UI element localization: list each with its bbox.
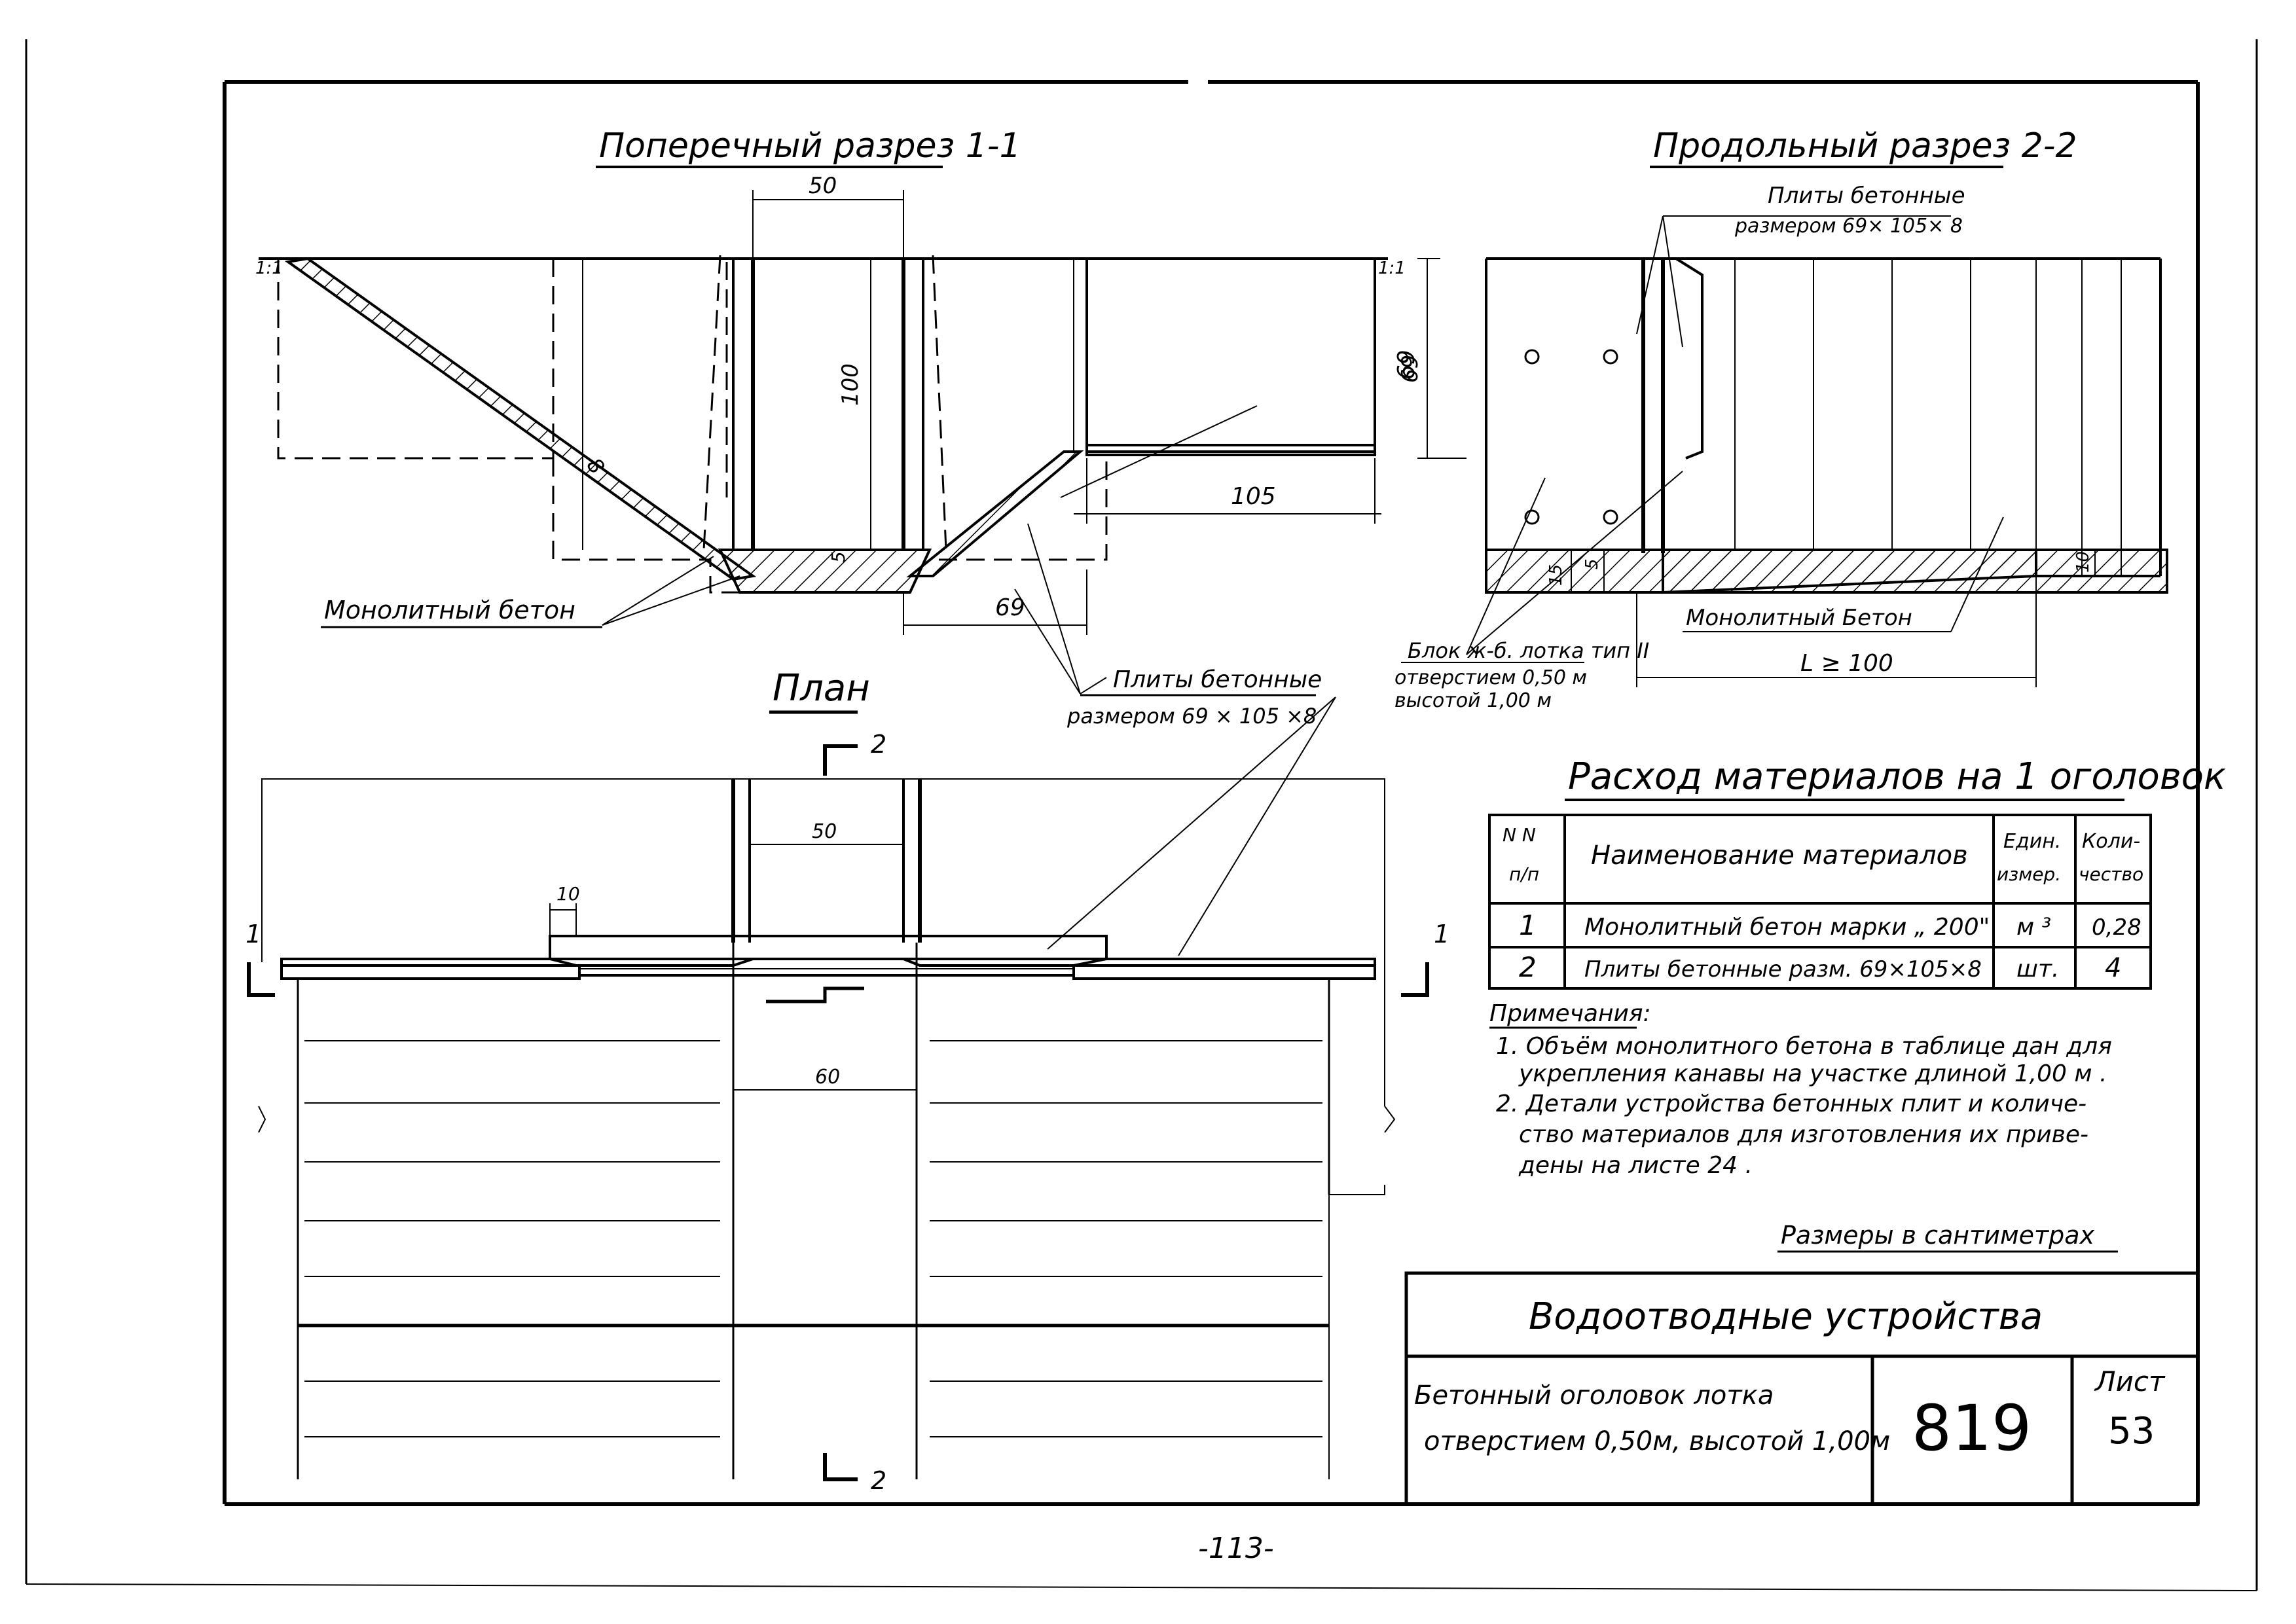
page-number: -113- — [1198, 1532, 1274, 1565]
dim-long-5: 5 — [1582, 558, 1602, 569]
dim-right-69: 69 — [1393, 350, 1420, 380]
cross-section-title: Поперечный разрез 1-1 — [599, 126, 1021, 166]
units-note: Размеры в сантиметрах — [1781, 1221, 2095, 1250]
table-cell-qty: 4 — [2105, 953, 2121, 983]
dim-plan-50: 50 — [812, 820, 837, 843]
dim-cross-width: 50 — [809, 173, 837, 199]
label-plates-mid-2: размером 69 × 105 ×8 — [1066, 704, 1317, 729]
table-head-name: Наименование материалов — [1591, 840, 1968, 871]
table-cell-no: 2 — [1519, 951, 1537, 983]
dim-bottom-69: 69 — [995, 594, 1025, 621]
label-plates-top-1: Плиты бетонные — [1768, 183, 1965, 209]
label-plates-top-2: размером 69× 105× 8 — [1734, 215, 1963, 238]
stamp-desc-2: отверстием 0,50м, высотой 1,00м — [1424, 1426, 1890, 1456]
table-head-no-2: п/п — [1509, 863, 1539, 885]
dim-bottom-5: 5 — [828, 551, 849, 563]
label-monolithic-left: Монолитный бетон — [324, 596, 575, 624]
cut-label-2-bottom: 2 — [871, 1466, 886, 1495]
cut-label-1-left: 1 — [246, 920, 261, 948]
stamp-desc-1: Бетонный оголовок лотка — [1414, 1380, 1774, 1411]
label-block-3: высотой 1,00 м — [1394, 689, 1552, 712]
materials-table — [1488, 814, 2152, 990]
dim-long-69: 69 — [1397, 355, 1423, 383]
table-cell-name: Плиты бетонные разм. 69×105×8 — [1584, 956, 1982, 983]
table-row: 2 Плиты бетонные разм. 69×105×8 шт. 4 — [1519, 951, 2121, 983]
main-frame — [223, 80, 2200, 1506]
table-row: 1 Монолитный бетон марки „ 200" м ³ 0,28 — [1519, 909, 2141, 941]
table-head-qty-1: Коли- — [2082, 830, 2140, 853]
label-monolithic-right: Монолитный Бетон — [1686, 605, 1912, 631]
cross-section — [259, 190, 1467, 695]
notes-title: Примечания: — [1489, 1000, 1651, 1027]
plan-view — [247, 696, 1429, 1481]
slope-right: 1:1 — [1378, 259, 1406, 278]
note-line: 2. Детали устройства бетонных плит и кол… — [1496, 1091, 2086, 1117]
title-block — [1404, 1271, 2200, 1506]
stamp-number: 819 — [1912, 1392, 2032, 1465]
table-cell-no: 1 — [1519, 909, 1537, 941]
dim-right-105: 105 — [1231, 483, 1276, 510]
dim-length: L ≥ 100 — [1800, 650, 1893, 677]
table-cell-unit: м ³ — [2016, 914, 2051, 941]
label-plates-mid-1: Плиты бетонные — [1113, 666, 1322, 693]
long-section-title: Продольный разрез 2-2 — [1653, 126, 2077, 166]
stamp-title: Водоотводные устройства — [1529, 1295, 2043, 1338]
table-title: Расход материалов на 1 оголовок — [1568, 755, 2226, 798]
stamp-sheet-number: 53 — [2108, 1410, 2155, 1453]
table-head-unit-1: Един. — [2003, 830, 2061, 853]
table-cell-name: Монолитный бетон марки „ 200" — [1584, 914, 1990, 941]
stamp-sheet-label: Лист — [2094, 1365, 2166, 1398]
note-line: ство материалов для изготовления их прив… — [1519, 1121, 2088, 1148]
plan-title: План — [773, 667, 870, 710]
table-cell-qty: 0,28 — [2092, 914, 2141, 941]
table-cell-unit: шт. — [2016, 956, 2059, 983]
dim-cross-height: 100 — [837, 363, 864, 406]
dim-long-10: 10 — [2073, 551, 2093, 573]
cut-label-2-top: 2 — [871, 730, 886, 759]
table-head-no-1: N N — [1503, 824, 1536, 846]
dim-plan-10: 10 — [556, 883, 580, 905]
label-block-2: отверстием 0,50 м — [1394, 666, 1587, 689]
dim-long-15: 15 — [1546, 564, 1566, 586]
table-head-unit-2: измер. — [1997, 863, 2061, 885]
table-head-qty-2: чество — [2079, 863, 2143, 885]
longitudinal-section — [1466, 215, 2168, 687]
dim-plan-60: 60 — [815, 1066, 840, 1089]
slope-left: 1:1 — [255, 259, 283, 278]
note-line: дены на листе 24 . — [1518, 1152, 1753, 1179]
note-line: 1. Объём монолитного бетона в таблице да… — [1496, 1033, 2112, 1060]
label-block-1: Блок ж-б. лотка тип II — [1408, 638, 1649, 663]
note-line: укрепления канавы на участке длиной 1,00… — [1518, 1060, 2107, 1087]
cut-label-1-right: 1 — [1434, 920, 1449, 948]
